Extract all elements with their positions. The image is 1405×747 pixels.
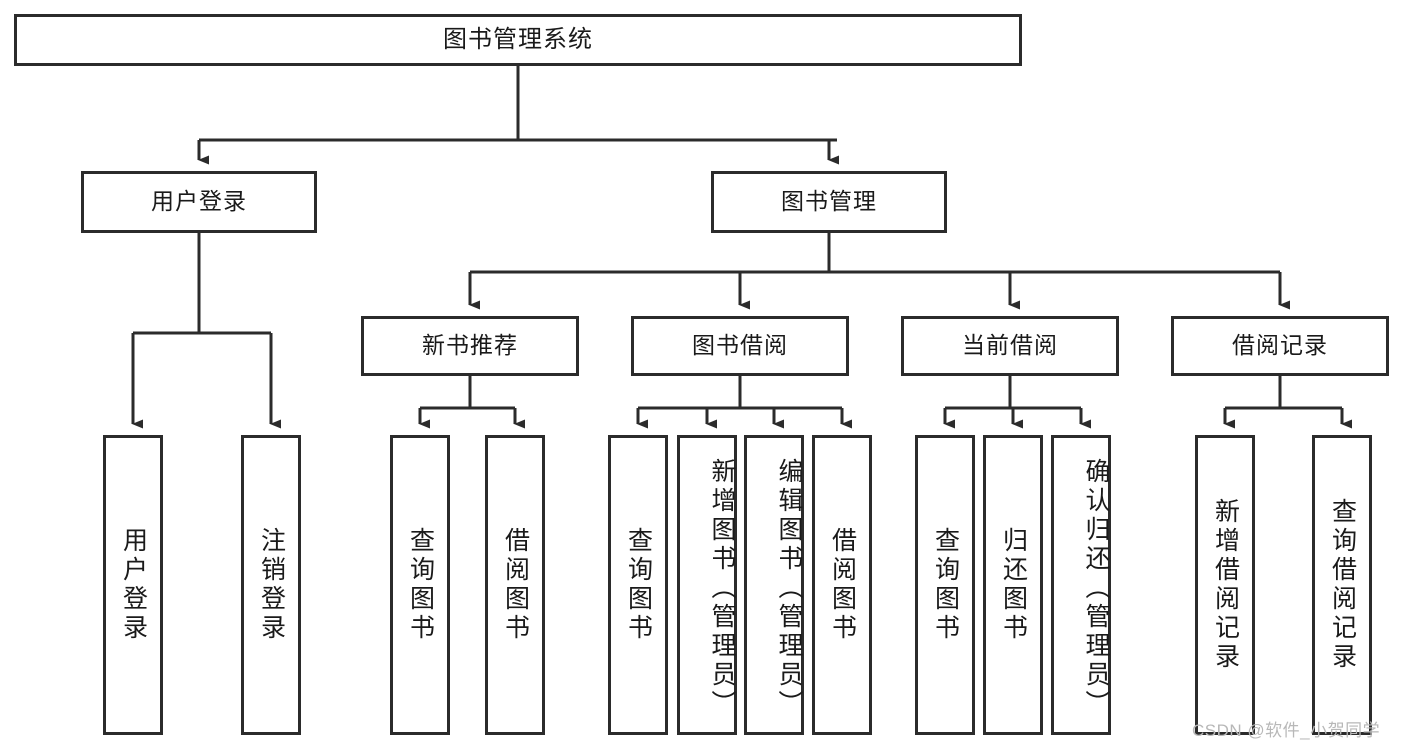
node-root-book-management-system[interactable]: 图书管理系统 (14, 14, 1022, 66)
node-book-borrow[interactable]: 图书借阅 (631, 316, 849, 376)
leaf-return-book[interactable]: 归还图书 (983, 435, 1043, 735)
node-user-login[interactable]: 用户登录 (81, 171, 317, 233)
node-current-borrow[interactable]: 当前借阅 (901, 316, 1119, 376)
leaf-logout-login[interactable]: 注销登录 (241, 435, 301, 735)
leaf-query-book-recommend[interactable]: 查询图书 (390, 435, 450, 735)
leaf-borrow-book[interactable]: 借阅图书 (812, 435, 872, 735)
node-new-book-recommend[interactable]: 新书推荐 (361, 316, 579, 376)
node-book-management[interactable]: 图书管理 (711, 171, 947, 233)
leaf-user-login[interactable]: 用户登录 (103, 435, 163, 735)
leaf-query-book-current[interactable]: 查询图书 (915, 435, 975, 735)
leaf-query-borrow-record[interactable]: 查询借阅记录 (1312, 435, 1372, 735)
leaf-query-book-borrow[interactable]: 查询图书 (608, 435, 668, 735)
node-borrow-record[interactable]: 借阅记录 (1171, 316, 1389, 376)
leaf-add-borrow-record[interactable]: 新增借阅记录 (1195, 435, 1255, 735)
leaf-confirm-return-admin[interactable]: 确认归还（管理员） (1051, 435, 1111, 735)
leaf-add-book-admin[interactable]: 新增图书（管理员） (677, 435, 737, 735)
leaf-borrow-book-recommend[interactable]: 借阅图书 (485, 435, 545, 735)
csdn-watermark: CSDN @软件_小贺同学 (1192, 721, 1381, 740)
leaf-edit-book-admin[interactable]: 编辑图书（管理员） (744, 435, 804, 735)
